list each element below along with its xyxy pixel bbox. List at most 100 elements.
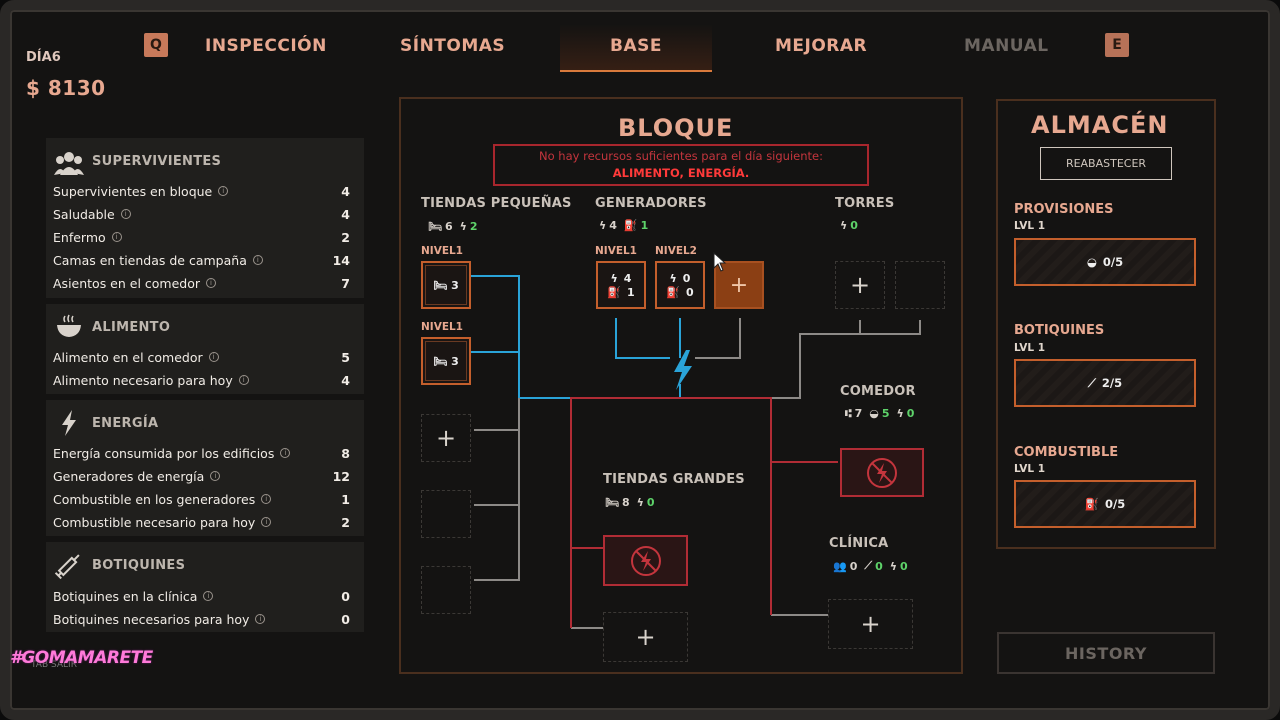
lightning-icon <box>54 408 84 438</box>
tab-base[interactable]: BASE <box>610 36 662 56</box>
tab-manual[interactable]: MANUAL <box>964 36 1049 56</box>
info-icon[interactable]: i <box>280 448 291 458</box>
people-icon <box>54 148 84 178</box>
bed-icon: 🛏 <box>433 354 448 368</box>
stat-label: Combustible en los generadores <box>53 491 256 507</box>
build-clinic-button[interactable]: + <box>828 599 913 649</box>
info-icon[interactable]: i <box>111 232 122 242</box>
food-bowl-icon: ◒ <box>869 407 879 420</box>
lightning-icon: ϟ <box>669 271 677 285</box>
info-icon[interactable]: i <box>238 375 249 385</box>
stat-label: Camas en tiendas de campaña <box>53 252 247 268</box>
energy-value: 0 <box>850 219 858 232</box>
empty-slot <box>421 490 471 538</box>
provisions-value: 0/5 <box>1102 255 1124 269</box>
stat-value: 4 <box>341 372 350 388</box>
day-counter: DÍA6 <box>26 50 61 65</box>
tab-sintomas[interactable]: SÍNTOMAS <box>400 36 506 56</box>
info-icon[interactable]: i <box>261 517 272 527</box>
food-bowl-icon: ◒ <box>1086 255 1097 269</box>
e-key-hint[interactable]: E <box>1105 33 1129 57</box>
info-icon[interactable]: i <box>210 471 221 481</box>
empty-slot <box>895 261 945 309</box>
no-power-icon <box>867 457 897 488</box>
restock-button[interactable]: REABASTECER <box>1040 147 1172 180</box>
tab-mejorar[interactable]: MEJORAR <box>775 36 868 56</box>
stat-label: Botiquines en la clínica <box>53 588 198 604</box>
storage-title: ALMACÉN <box>1031 111 1169 139</box>
stat-label: Combustible necesario para hoy <box>53 514 256 530</box>
build-tower-button[interactable]: + <box>835 261 885 309</box>
dining-unpowered-slot[interactable] <box>840 448 924 497</box>
info-icon[interactable]: i <box>120 209 131 219</box>
food-title: ALIMENTO <box>92 320 171 335</box>
info-icon[interactable]: i <box>255 614 266 624</box>
small-tent-level: NIVEL1 <box>421 321 463 333</box>
stat-value: 0 <box>341 588 350 604</box>
info-icon[interactable]: i <box>252 255 263 265</box>
lightning-icon: ϟ <box>610 271 618 285</box>
stat-label: Saludable <box>53 206 115 222</box>
dining-title: COMEDOR <box>840 384 916 399</box>
medkits-storage-value: 2/5 <box>1101 376 1123 390</box>
stat-value: 5 <box>341 349 350 365</box>
fuel-storage-level: LVL 1 <box>1014 463 1046 475</box>
people-value: 0 <box>849 559 858 573</box>
clinic-title: CLÍNICA <box>829 536 889 551</box>
tab-exit-hint[interactable]: TAB SALIR <box>31 660 77 670</box>
generator1-level: NIVEL1 <box>595 245 637 257</box>
generators-title: GENERADORES <box>595 196 707 211</box>
slot-value: 3 <box>451 354 459 368</box>
fuel-can-icon: ⛽ <box>1084 497 1100 511</box>
medkits-box[interactable]: ⟋2/5 <box>1014 359 1196 407</box>
history-button[interactable]: HISTORY <box>997 632 1215 674</box>
storage-panel <box>996 99 1216 549</box>
provisions-box[interactable]: ◒ 0/5 <box>1014 238 1196 286</box>
people-icon: 👥 <box>833 559 847 573</box>
energy-title: ENERGÍA <box>92 416 159 431</box>
bed-icon: 🛏 <box>433 278 448 292</box>
info-icon[interactable]: i <box>261 494 272 504</box>
energy-value: 2 <box>469 220 478 233</box>
food-value: 5 <box>881 407 890 420</box>
bed-icon: 🛏 <box>605 496 619 509</box>
bloque-title: BLOQUE <box>618 114 734 142</box>
fuel-value: 1 <box>627 285 635 299</box>
info-icon[interactable]: i <box>208 352 219 362</box>
small-tent-slot[interactable]: 🛏 3 <box>421 337 471 385</box>
build-large-tent-button[interactable]: + <box>603 612 688 662</box>
medkits-value: 0 <box>875 559 883 573</box>
energy-value: 4 <box>609 219 617 232</box>
fuel-can-icon: ⛽ <box>607 285 622 299</box>
stat-value: 4 <box>341 206 350 222</box>
info-icon[interactable]: i <box>206 278 217 288</box>
medkits-storage-title: BOTIQUINES <box>1014 323 1105 338</box>
small-tent-slot[interactable]: 🛏 3 <box>421 261 471 309</box>
info-icon[interactable]: i <box>203 591 214 601</box>
lightning-icon: ϟ <box>840 219 848 232</box>
no-power-icon <box>630 545 661 576</box>
empty-slot <box>421 566 471 614</box>
build-slot-button[interactable]: + <box>421 414 471 462</box>
provisions-level: LVL 1 <box>1014 220 1046 232</box>
fuel-can-icon: ⛽ <box>623 219 638 232</box>
stat-value: 2 <box>341 229 350 245</box>
q-key-hint[interactable]: Q <box>144 33 168 57</box>
large-tent-unpowered-slot[interactable] <box>603 535 688 586</box>
energy-value: 4 <box>623 271 632 285</box>
tab-inspeccion[interactable]: INSPECCIÓN <box>205 36 327 56</box>
fuel-box[interactable]: ⛽0/5 <box>1014 480 1196 528</box>
stat-label: Energía consumida por los edificios <box>53 445 275 461</box>
money-display: $ 8130 <box>26 76 106 100</box>
stat-label: Botiquines necesarios para hoy <box>53 611 250 627</box>
info-icon[interactable]: i <box>218 186 229 196</box>
survivors-title: SUPERVIVIENTES <box>92 154 222 169</box>
food-bowl-icon <box>54 312 84 342</box>
